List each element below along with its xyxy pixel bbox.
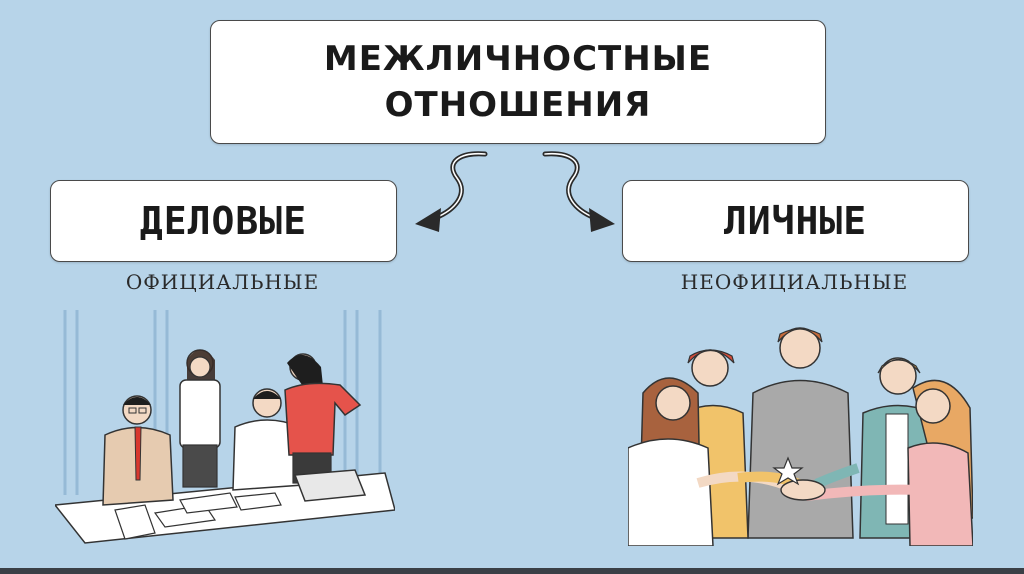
friends-hands-together-illustration — [628, 327, 973, 546]
office-team-illustration — [55, 310, 395, 544]
main-title-box: МЕЖЛИЧНОСТНЫЕ ОТНОШЕНИЯ — [210, 20, 826, 144]
main-title-line2: ОТНОШЕНИЯ — [384, 85, 652, 125]
official-caption: ОФИЦИАЛЬНЫЕ — [125, 270, 320, 294]
business-label: ДЕЛОВЫЕ — [139, 199, 308, 243]
unofficial-caption: НЕОФИЦИАЛЬНЫЕ — [680, 270, 909, 294]
personal-label: ЛИЧНЫЕ — [723, 199, 868, 243]
business-box: ДЕЛОВЫЕ — [50, 180, 397, 262]
main-title: МЕЖЛИЧНОСТНЫЕ ОТНОШЕНИЯ — [324, 36, 712, 128]
arrow-left-icon — [415, 151, 488, 232]
personal-box: ЛИЧНЫЕ — [622, 180, 969, 262]
arrow-right-icon — [542, 151, 615, 232]
main-title-line1: МЕЖЛИЧНОСТНЫЕ — [323, 39, 713, 79]
